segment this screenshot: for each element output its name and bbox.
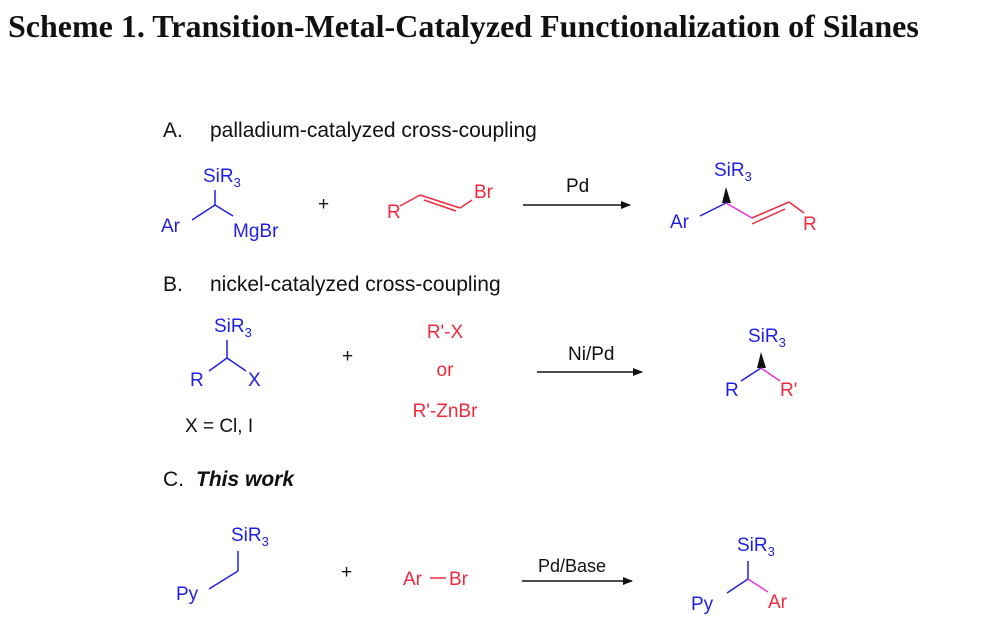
ar-label: Ar [670, 212, 690, 233]
bond [208, 357, 228, 372]
section-a-heading: palladium-catalyzed cross-coupling [210, 119, 537, 142]
br-label: Br [449, 569, 469, 590]
ar-label: Ar [403, 569, 423, 590]
section-a-reactant-1: SiR3 Ar MgBr [161, 166, 279, 242]
x-definition: X = Cl, I [185, 416, 253, 437]
section-c-heading: This work [196, 468, 295, 491]
sir3-label: SiR3 [748, 326, 786, 350]
bond [751, 201, 790, 219]
bond [419, 194, 461, 209]
py-label: Py [176, 584, 199, 605]
r-label: R [190, 370, 204, 391]
reagent-option-2: R'-ZnBr [413, 401, 479, 422]
section-c-product: SiR3 Py Ar [691, 535, 788, 615]
scheme-title: Scheme 1. Transition-Metal-Catalyzed Fun… [8, 8, 919, 44]
section-b: B. nickel-catalyzed cross-coupling SiR3 … [163, 273, 797, 437]
py-label: Py [691, 594, 714, 615]
reagent-option-1: R'-X [427, 322, 464, 343]
wedge-bond [757, 352, 766, 368]
bond [226, 357, 247, 372]
section-b-reactant-1: SiR3 R X [190, 316, 261, 391]
sir3-label: SiR3 [737, 535, 775, 559]
bond [208, 570, 239, 590]
plus-sign: + [342, 346, 353, 367]
catalyst-label: Pd/Base [538, 556, 606, 576]
sir3-label: SiR3 [203, 166, 241, 190]
bond [191, 204, 216, 221]
section-b-letter: B. [163, 273, 183, 296]
plus-sign: + [341, 562, 352, 583]
catalyst-label: Ni/Pd [568, 344, 614, 365]
bond [459, 199, 473, 209]
new-bond [760, 367, 781, 382]
bond [399, 194, 421, 207]
sir3-label: SiR3 [214, 316, 252, 340]
section-c-reactant-1: SiR3 Py [176, 525, 269, 605]
bond [726, 578, 749, 594]
ar-label: Ar [161, 216, 181, 237]
sir3-label: SiR3 [231, 525, 269, 549]
r-label: R [387, 202, 401, 223]
bond [788, 201, 805, 214]
bond [740, 367, 762, 382]
section-a-letter: A. [163, 119, 183, 142]
ar-label: Ar [768, 592, 788, 613]
section-a-reactant-2: R Br [387, 182, 494, 223]
double-bond [423, 199, 457, 212]
r-label: R [725, 380, 739, 401]
r-label: R [803, 214, 817, 235]
new-bond [725, 202, 753, 219]
sir3-label: SiR3 [714, 160, 752, 184]
section-a-product: SiR3 Ar R [670, 160, 817, 235]
section-b-product: SiR3 R R' [725, 326, 797, 401]
double-bond [751, 208, 786, 225]
bond [699, 202, 727, 217]
reagent-or: or [437, 360, 455, 381]
plus-sign: + [318, 194, 329, 215]
section-a: A. palladium-catalyzed cross-coupling Si… [161, 119, 817, 242]
br-label: Br [474, 182, 494, 203]
bond [214, 204, 234, 217]
r-prime-label: R' [780, 380, 797, 401]
section-b-heading: nickel-catalyzed cross-coupling [210, 273, 501, 296]
new-bond [747, 578, 769, 593]
section-c-letter: C. [163, 468, 184, 491]
catalyst-label: Pd [566, 176, 589, 197]
wedge-bond [722, 187, 731, 203]
section-c: C. This work SiR3 Py + Ar Br Pd/Base SiR… [163, 468, 788, 615]
section-b-reagents: R'-X or R'-ZnBr [413, 322, 479, 422]
x-label: X [248, 370, 261, 391]
mgbr-label: MgBr [233, 221, 279, 242]
section-c-reactant-2: Ar Br [403, 569, 469, 590]
